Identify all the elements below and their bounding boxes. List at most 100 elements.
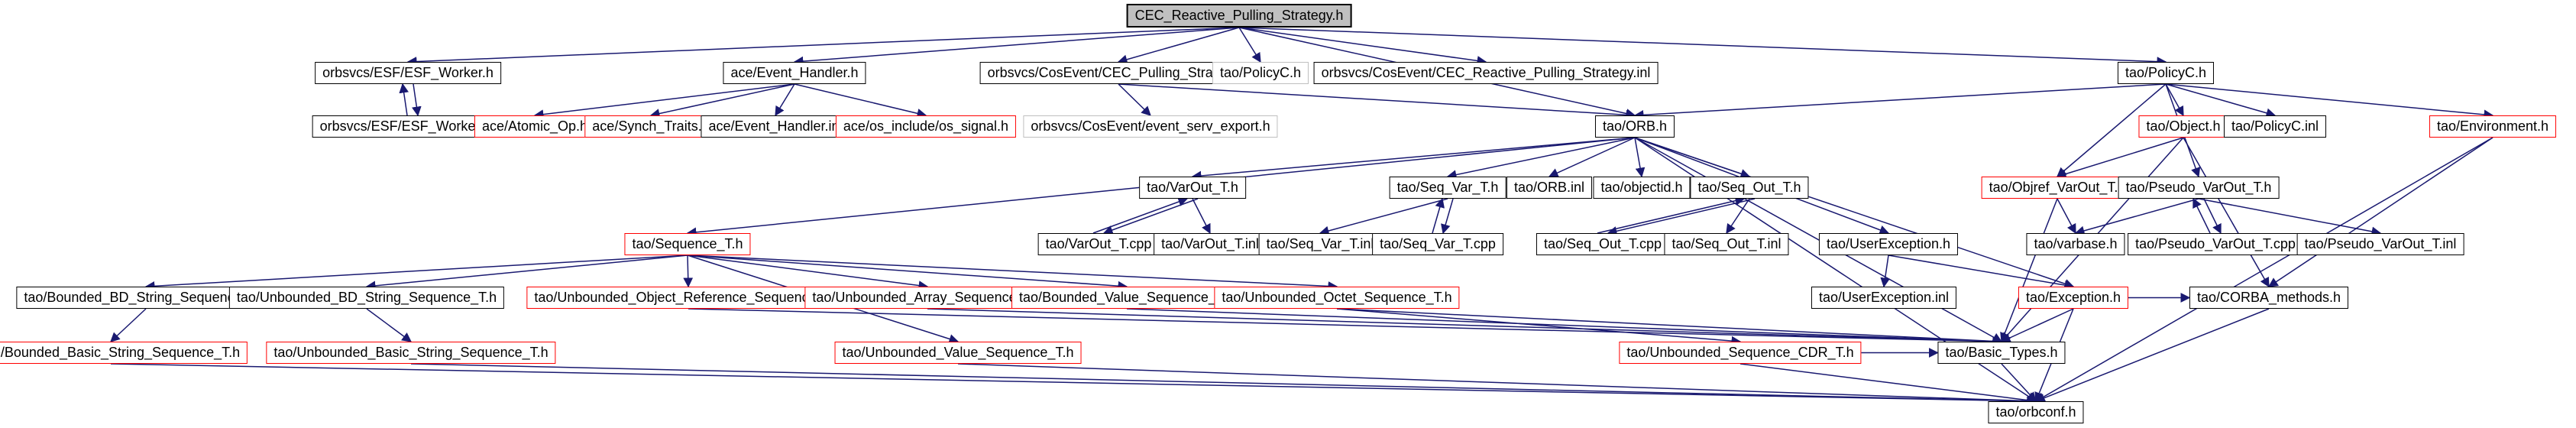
graph-node-varout-t-cpp[interactable]: tao/VarOut_T.cpp bbox=[1037, 233, 1160, 255]
include-edge bbox=[2057, 198, 2076, 235]
include-edge bbox=[1633, 83, 2167, 120]
graph-node-seq-var-t-cpp[interactable]: tao/Seq_Var_T.cpp bbox=[1372, 233, 1503, 255]
include-edge bbox=[366, 308, 413, 342]
include-edge bbox=[1092, 196, 1189, 234]
include-edge bbox=[1336, 308, 2003, 346]
graph-node-unbounded-seq-cdr[interactable]: tao/Unbounded_Sequence_CDR_T.h bbox=[1619, 342, 1862, 364]
graph-node-orb-inl[interactable]: tao/ORB.inl bbox=[1506, 177, 1593, 199]
include-edge bbox=[110, 363, 2037, 407]
graph-node-pseudo-varout-t-h[interactable]: tao/Pseudo_VarOut_T.h bbox=[2118, 177, 2280, 199]
edge-lines bbox=[110, 27, 2494, 407]
include-edge bbox=[1446, 137, 1636, 180]
include-edge bbox=[1192, 198, 1211, 235]
graph-node-unbounded-octet-seq[interactable]: tao/Unbounded_Octet_Sequence_T.h bbox=[1214, 287, 1460, 309]
include-edge bbox=[406, 27, 1240, 66]
graph-node-atomic-op-h[interactable]: ace/Atomic_Op.h bbox=[474, 115, 596, 138]
graph-node-exception-h[interactable]: tao/Exception.h bbox=[2018, 287, 2129, 309]
include-edge bbox=[2057, 83, 2167, 177]
include-edge bbox=[533, 83, 795, 119]
include-edge bbox=[1191, 137, 1636, 181]
include-edge bbox=[794, 83, 927, 118]
graph-node-userexception-h[interactable]: tao/UserException.h bbox=[1818, 233, 1959, 255]
include-edge bbox=[1634, 137, 1646, 178]
graph-node-objectid-h[interactable]: tao/objectid.h bbox=[1593, 177, 1691, 199]
graph-node-userexception-inl[interactable]: tao/UserException.inl bbox=[1811, 287, 1957, 309]
include-edge bbox=[2000, 308, 2074, 343]
include-edge bbox=[2034, 137, 2493, 402]
include-edge bbox=[793, 27, 1240, 66]
graph-node-orbconf-h[interactable]: tao/orbconf.h bbox=[1988, 401, 2084, 423]
include-edge bbox=[2165, 83, 2494, 120]
include-edge bbox=[1441, 198, 1454, 235]
include-edge bbox=[2001, 363, 2037, 402]
graph-node-unbounded-basic-string-seq[interactable]: tao/Unbounded_Basic_String_Sequence_T.h bbox=[266, 342, 556, 364]
graph-node-varout-t-h[interactable]: tao/VarOut_T.h bbox=[1139, 177, 1246, 199]
include-edge bbox=[649, 83, 795, 118]
graph-node-policyc-h-dup[interactable]: tao/PolicyC.h bbox=[1212, 62, 1309, 84]
graph-node-event-handler-inl[interactable]: ace/Event_Handler.inl bbox=[701, 115, 850, 138]
include-edge bbox=[1117, 27, 1240, 64]
graph-node-pseudo-varout-t-cpp[interactable]: tao/Pseudo_VarOut_T.cpp bbox=[2128, 233, 2303, 255]
graph-node-varbase-h[interactable]: tao/varbase.h bbox=[2026, 233, 2125, 255]
graph-node-corba-methods-h[interactable]: tao/CORBA_methods.h bbox=[2189, 287, 2349, 309]
include-edge bbox=[957, 363, 2037, 406]
graph-node-unbounded-array-seq[interactable]: tao/Unbounded_Array_Sequence_T.h bbox=[804, 287, 1050, 309]
graph-node-environment-h[interactable]: tao/Environment.h bbox=[2429, 115, 2557, 138]
graph-node-policyc-inl[interactable]: tao/PolicyC.inl bbox=[2223, 115, 2327, 138]
include-edge bbox=[1634, 137, 2075, 289]
graph-node-bounded-basic-string-seq[interactable]: tao/Bounded_Basic_String_Sequence_T.h bbox=[0, 342, 248, 364]
graph-node-cec-reactive-pulling-strategy-inl[interactable]: orbsvcs/CosEvent/CEC_Reactive_Pulling_St… bbox=[1313, 62, 1659, 84]
include-edge bbox=[2203, 198, 2222, 235]
include-edge bbox=[1880, 255, 1890, 288]
include-edge bbox=[2034, 308, 2270, 403]
graph-node-esf-worker-h[interactable]: orbsvcs/ESF/ESF_Worker.h bbox=[315, 62, 501, 84]
graph-node-pseudo-varout-t-inl[interactable]: tao/Pseudo_VarOut_T.inl bbox=[2296, 233, 2464, 255]
include-edge bbox=[1739, 363, 2037, 405]
include-edge bbox=[1238, 27, 1261, 63]
graph-node-seq-var-t-inl[interactable]: tao/Seq_Var_T.inl bbox=[1258, 233, 1382, 255]
include-edge bbox=[144, 255, 688, 291]
graph-node-varout-t-inl[interactable]: tao/VarOut_T.inl bbox=[1154, 233, 1267, 255]
include-edge bbox=[1548, 137, 1636, 178]
include-edge bbox=[410, 363, 2037, 407]
include-edge bbox=[399, 83, 409, 116]
include-edge bbox=[2074, 198, 2199, 236]
include-edge bbox=[2000, 198, 2058, 343]
graph-node-cec-pulling-strategy-h[interactable]: orbsvcs/CosEvent/CEC_Pulling_Strategy.h bbox=[979, 62, 1257, 84]
include-edge bbox=[1238, 27, 2167, 66]
graph-node-objref-varout-t-h[interactable]: tao/Objref_VarOut_T.h bbox=[1981, 177, 2134, 199]
graph-node-unbounded-bd-string-seq[interactable]: tao/Unbounded_BD_String_Sequence_T.h bbox=[228, 287, 505, 309]
graph-node-seq-out-t-cpp[interactable]: tao/Seq_Out_T.cpp bbox=[1536, 233, 1670, 255]
graph-node-seq-out-t-inl[interactable]: tao/Seq_Out_T.inl bbox=[1664, 233, 1789, 255]
include-edge bbox=[1319, 198, 1448, 236]
include-edge bbox=[2193, 197, 2211, 234]
graph-node-object-h[interactable]: tao/Object.h bbox=[2138, 115, 2228, 138]
include-edge bbox=[775, 83, 795, 117]
graph-node-unbounded-obj-ref-seq[interactable]: tao/Unbounded_Object_Reference_Sequence_… bbox=[526, 287, 850, 309]
include-edge bbox=[2198, 198, 2382, 237]
include-edge bbox=[687, 255, 929, 290]
graph-node-orb-h[interactable]: tao/ORB.h bbox=[1594, 115, 1675, 138]
include-edge bbox=[1432, 197, 1445, 234]
include-edge bbox=[1102, 198, 1199, 235]
graph-node-unbounded-value-seq[interactable]: tao/Unbounded_Value_Sequence_T.h bbox=[834, 342, 1082, 364]
graph-node-event-handler-h[interactable]: ace/Event_Handler.h bbox=[723, 62, 866, 84]
graph-node-root[interactable]: CEC_Reactive_Pulling_Strategy.h bbox=[1126, 4, 1352, 28]
graph-node-sequence-t-h[interactable]: tao/Sequence_T.h bbox=[624, 233, 751, 255]
graph-node-synch-traits-h[interactable]: ace/Synch_Traits.h bbox=[584, 115, 717, 138]
graph-node-event-serv-export-h[interactable]: orbsvcs/CosEvent/event_serv_export.h bbox=[1023, 115, 1278, 138]
include-edge bbox=[1607, 198, 1756, 236]
graph-node-seq-out-t-h[interactable]: tao/Seq_Out_T.h bbox=[1690, 177, 1809, 199]
include-edge bbox=[687, 255, 1338, 291]
include-edge bbox=[2183, 137, 2270, 288]
graph-node-seq-var-t-h[interactable]: tao/Seq_Var_T.h bbox=[1389, 177, 1506, 199]
include-edge bbox=[1726, 198, 1750, 235]
include-edge bbox=[687, 255, 1128, 291]
graph-node-os-signal-h[interactable]: ace/os_include/os_signal.h bbox=[835, 115, 1017, 138]
graph-node-basic-types-h[interactable]: tao/Basic_Types.h bbox=[1937, 342, 2066, 364]
graph-node-policyc-h[interactable]: tao/PolicyC.h bbox=[2117, 62, 2215, 84]
include-edge bbox=[688, 308, 2003, 347]
include-edge bbox=[1118, 83, 1151, 116]
graph-node-bounded-value-seq[interactable]: tao/Bounded_Value_Sequence_T.h bbox=[1011, 287, 1242, 309]
